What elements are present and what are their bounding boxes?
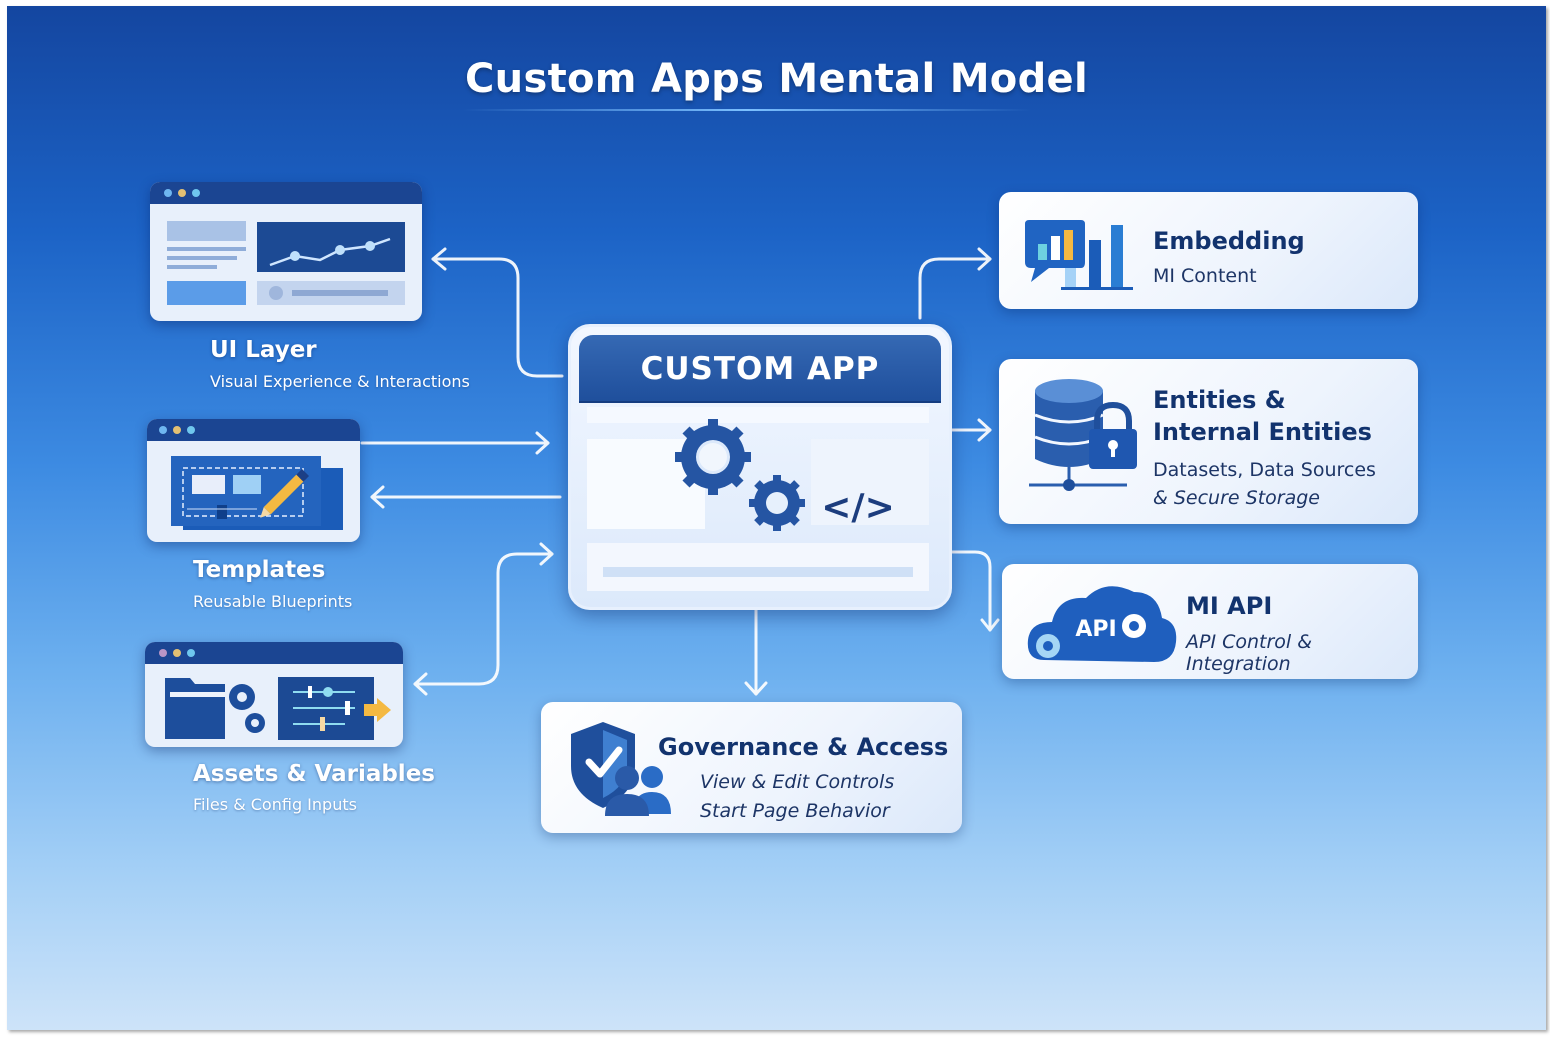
arrow-to-governance-head — [744, 681, 768, 696]
governance-title: Governance & Access — [658, 733, 949, 761]
arrow-to-mi-api — [945, 550, 992, 632]
gears-icon — [675, 419, 805, 531]
blueprint-pencil-icon — [171, 456, 343, 530]
custom-app-card[interactable]: CUSTOM APP — [568, 324, 952, 610]
mi-api-card[interactable]: API MI API API Control & Integration — [1002, 564, 1418, 679]
entities-subtitle-line2: & Secure Storage — [1153, 487, 1320, 509]
governance-line1: View & Edit Controls — [700, 771, 895, 793]
connector-arrows — [360, 247, 1000, 696]
arrow-to-mi-api-head — [980, 618, 1000, 632]
entities-title-line2: Internal Entities — [1153, 418, 1372, 446]
ui-layer-subtitle: Visual Experience & Interactions — [210, 372, 470, 391]
window-dot-icon — [173, 426, 181, 434]
governance-card[interactable]: Governance & Access View & Edit Controls… — [541, 702, 962, 833]
templates-subtitle: Reusable Blueprints — [193, 592, 353, 611]
arrow-to-assets-head — [413, 672, 428, 696]
arrow-app-to-templates-head — [370, 485, 385, 509]
arrow-templates-to-app-head — [535, 431, 550, 455]
arrow-to-ui-layer — [431, 257, 564, 378]
page-title: Custom Apps Mental Model — [465, 56, 1088, 102]
window-dot-icon — [164, 189, 172, 197]
title-underline — [462, 109, 1032, 111]
window-titlebar — [145, 642, 403, 664]
assets-variables-window[interactable] — [145, 642, 403, 747]
assets-variables-title: Assets & Variables — [193, 761, 435, 787]
ui-layer-window[interactable] — [150, 182, 422, 321]
entities-title-line1: Entities & — [1153, 386, 1286, 414]
api-icon-text: API — [1075, 617, 1116, 642]
arrow-to-embedding — [918, 257, 992, 320]
mi-api-title: MI API — [1186, 592, 1273, 620]
window-dot-icon — [192, 189, 200, 197]
governance-line2: Start Page Behavior — [700, 800, 890, 822]
folder-gears-sliders-icon — [165, 677, 391, 740]
window-dot-icon — [178, 189, 186, 197]
diagram-canvas: Custom Apps Mental Model — [7, 6, 1546, 1030]
window-dot-icon — [159, 649, 167, 657]
shield-users-icon — [571, 722, 671, 816]
entities-subtitle-line1: Datasets, Data Sources — [1153, 459, 1376, 481]
chart-bubble-icon — [1025, 220, 1133, 290]
window-dot-icon — [159, 426, 167, 434]
templates-title: Templates — [193, 557, 326, 583]
arrow-to-app-from-assets-head — [539, 542, 554, 566]
dashboard-window-icon — [167, 221, 405, 305]
api-cloud-icon: API — [1027, 586, 1177, 662]
window-titlebar — [150, 182, 422, 204]
ui-layer-title: UI Layer — [210, 337, 317, 363]
mi-api-subtitle: API Control & Integration — [1186, 631, 1313, 675]
arrow-to-embedding-head — [977, 247, 992, 271]
assets-variables-subtitle: Files & Config Inputs — [193, 795, 357, 814]
arrow-to-entities-head — [977, 418, 992, 442]
custom-app-header: CUSTOM APP — [579, 335, 941, 403]
custom-app-label: CUSTOM APP — [640, 351, 880, 387]
code-icon: </> — [821, 487, 894, 528]
window-dot-icon — [173, 649, 181, 657]
arrow-to-ui-layer-head — [431, 247, 447, 271]
embedding-subtitle: MI Content — [1153, 265, 1257, 287]
templates-window[interactable] — [147, 419, 360, 542]
entities-card[interactable]: Entities & Internal Entities Datasets, D… — [999, 359, 1418, 524]
window-dot-icon — [187, 649, 195, 657]
window-titlebar — [147, 419, 360, 441]
database-lock-icon — [1029, 379, 1137, 491]
embedding-card[interactable]: Embedding MI Content — [999, 192, 1418, 309]
embedding-title: Embedding — [1153, 227, 1305, 255]
window-dot-icon — [187, 426, 195, 434]
arrow-app-assets-link — [413, 552, 554, 686]
custom-app-body: </> — [587, 407, 929, 591]
